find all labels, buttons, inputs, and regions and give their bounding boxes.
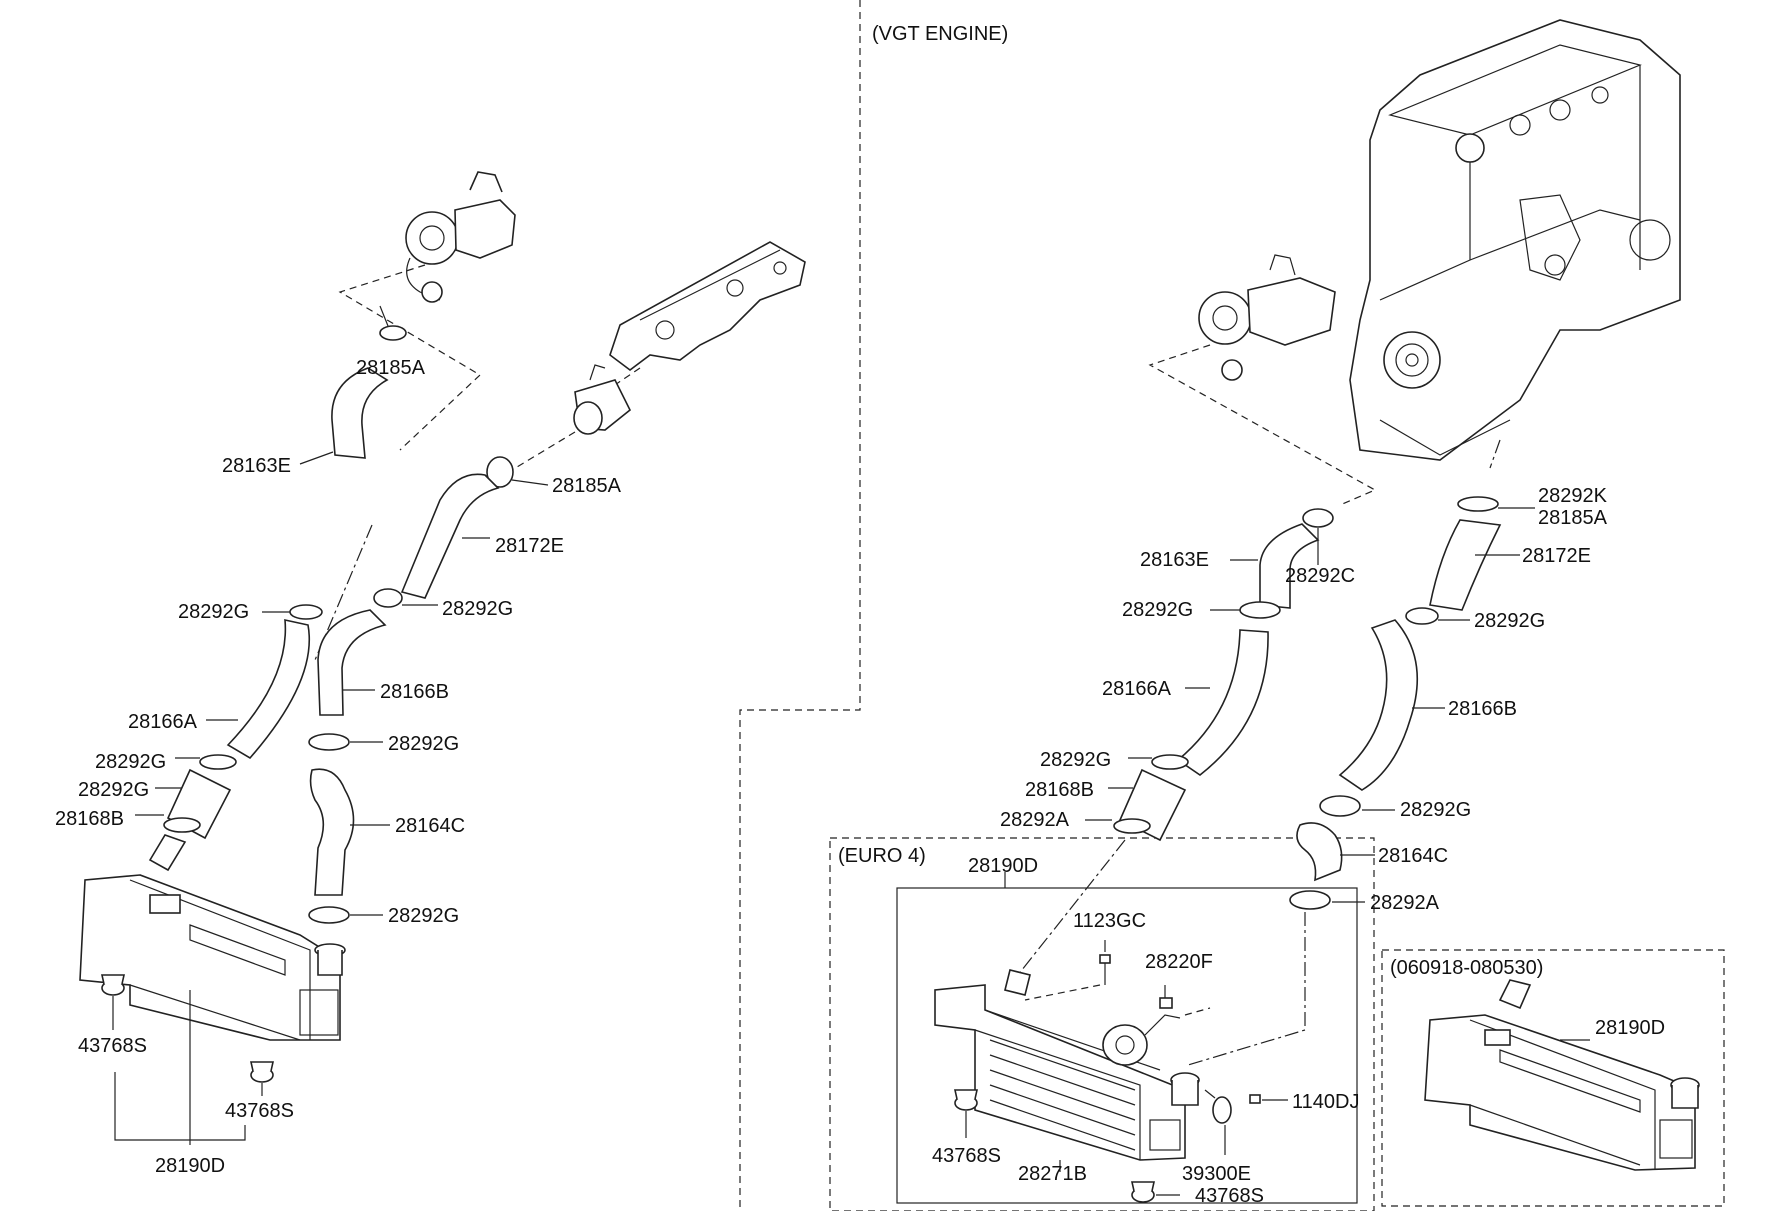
- label-28168b: 28292G: [78, 779, 149, 801]
- label-28166b-r: 28166B: [1448, 698, 1517, 720]
- sensor-28220f: [1102, 997, 1181, 1066]
- label-28190d-date: 28190D: [1595, 1017, 1665, 1039]
- clamp-28292g-r3: [1151, 754, 1189, 770]
- clamp-28292g-a: [289, 604, 323, 620]
- label-28172e: 28172E: [495, 535, 564, 557]
- label-28292a-r2: 28292A: [1370, 892, 1440, 914]
- clamp-28292g-d: [163, 817, 201, 833]
- section-label-euro4: (EURO 4): [838, 845, 926, 867]
- pipe-28166b: [317, 609, 387, 716]
- mount-43768s-euro4-a: [954, 1089, 978, 1111]
- label-28164c-r: 28164C: [1378, 845, 1448, 867]
- clamp-28292a-r: [1113, 818, 1151, 834]
- euro4-assembly: [934, 872, 1288, 1203]
- hose-28163e-right: [1259, 523, 1320, 609]
- date-range-box: [1381, 949, 1725, 1207]
- label-28172e-r: 28172E: [1522, 545, 1591, 567]
- clamp-28292a-r2: [1289, 890, 1331, 910]
- clamp-28292k: [1457, 496, 1499, 512]
- label-1140dj: 1140DJ: [1292, 1091, 1359, 1113]
- label-28292g-b: 28292G: [442, 598, 513, 620]
- clamp-28292g-r1: [1239, 601, 1281, 619]
- turbocharger-right: [1198, 254, 1336, 381]
- label-28292g-c: 28292G: [95, 751, 166, 773]
- label-28292k: 28292K: [1538, 485, 1608, 507]
- label-28292g-r4: 28292G: [1400, 799, 1471, 821]
- clamp-28292c: [1302, 508, 1334, 528]
- label-28168b-r: 28168B: [1025, 779, 1094, 801]
- section-dividers: [739, 0, 1725, 1211]
- bolt-1123gc: [1099, 954, 1111, 985]
- bolt-1140dj: [1249, 1094, 1261, 1104]
- label-28166a: 28166A: [128, 711, 198, 733]
- label-28220f: 28220F: [1145, 951, 1213, 973]
- label-28271b: 28271B: [1018, 1163, 1087, 1185]
- hose-28172e: [400, 473, 500, 599]
- label-28163e: 28163E: [222, 455, 291, 477]
- label-28292c: 28292C: [1285, 565, 1355, 587]
- left-assembly: [79, 171, 806, 1145]
- label-43768s-a: 43768S: [78, 1035, 147, 1057]
- throttle-body-left: [573, 364, 632, 435]
- right-assembly: [1009, 19, 1681, 1066]
- label-28163e-r: 28163E: [1140, 549, 1209, 571]
- label-28185a-top: 28185A: [356, 357, 426, 379]
- label-28190d-left: 28190D: [155, 1155, 225, 1177]
- engine-block: [1349, 19, 1681, 461]
- euro4-box: [829, 837, 1375, 1211]
- hose-28164c: [309, 768, 355, 896]
- mount-43768s-euro4-b: [1131, 1181, 1155, 1203]
- label-28166b: 28166B: [380, 681, 449, 703]
- label-28292g-f: 28292G: [388, 905, 459, 927]
- label-28166a-r: 28166A: [1102, 678, 1172, 700]
- label-28292g-r3: 28292G: [1040, 749, 1111, 771]
- label-43768s-euro4-a: 43768S: [932, 1145, 1001, 1167]
- hose-28163e: [331, 367, 389, 459]
- section-label-date-range: (060918-080530): [1390, 957, 1543, 979]
- label-28292g-r1: 28292G: [1122, 599, 1193, 621]
- intercooler-date-range: [1424, 979, 1700, 1171]
- clamp-28185a-right: [486, 456, 514, 488]
- hose-28164c-right: [1296, 822, 1343, 882]
- clamp-28292g-f: [308, 906, 350, 924]
- label-28185a-r: 28185A: [1538, 507, 1608, 529]
- date-range-assembly: [1424, 979, 1700, 1171]
- clamp-28292g-e: [308, 733, 350, 751]
- clamp-28292g-r2: [1405, 607, 1439, 625]
- pipe-28166a-right: [1176, 629, 1269, 776]
- sensor-39300e: [1204, 1089, 1232, 1124]
- label-43768s-euro4-b: 43768S: [1195, 1185, 1264, 1207]
- clamp-28292g-r4: [1319, 795, 1361, 817]
- label-28292g-a: 28292G: [178, 601, 249, 623]
- label-28185a-right: 28185A: [552, 475, 622, 497]
- mount-43768s-left-a: [101, 974, 125, 996]
- label-28190d-euro4: 28190D: [968, 855, 1038, 877]
- clamp-28292g-b: [373, 588, 403, 608]
- manifold-left: [609, 241, 806, 371]
- label-39300e: 39300E: [1182, 1163, 1251, 1185]
- clamp-28292g-c: [199, 754, 237, 770]
- clamp-28185a-top: [379, 325, 407, 341]
- label-28164c: 28164C: [395, 815, 465, 837]
- label-28292g-d: 28168B: [55, 808, 124, 830]
- label-1123gc: 1123GC: [1073, 910, 1146, 932]
- label-28292g-r2: 28292G: [1474, 610, 1545, 632]
- label-28292g-e: 28292G: [388, 733, 459, 755]
- label-28292a-r: 28292A: [1000, 809, 1070, 831]
- intercooler-frame: [896, 887, 1358, 1204]
- pipe-28166a: [226, 618, 311, 760]
- pipe-28166b-right: [1338, 619, 1419, 791]
- hose-28172e-right: [1429, 519, 1502, 611]
- section-label-vgt-engine: (VGT ENGINE): [872, 23, 1008, 45]
- label-43768s-b: 43768S: [225, 1100, 294, 1122]
- turbocharger-left: [405, 171, 516, 303]
- mount-43768s-left-b: [250, 1061, 274, 1083]
- intercooler-left: [79, 834, 346, 1041]
